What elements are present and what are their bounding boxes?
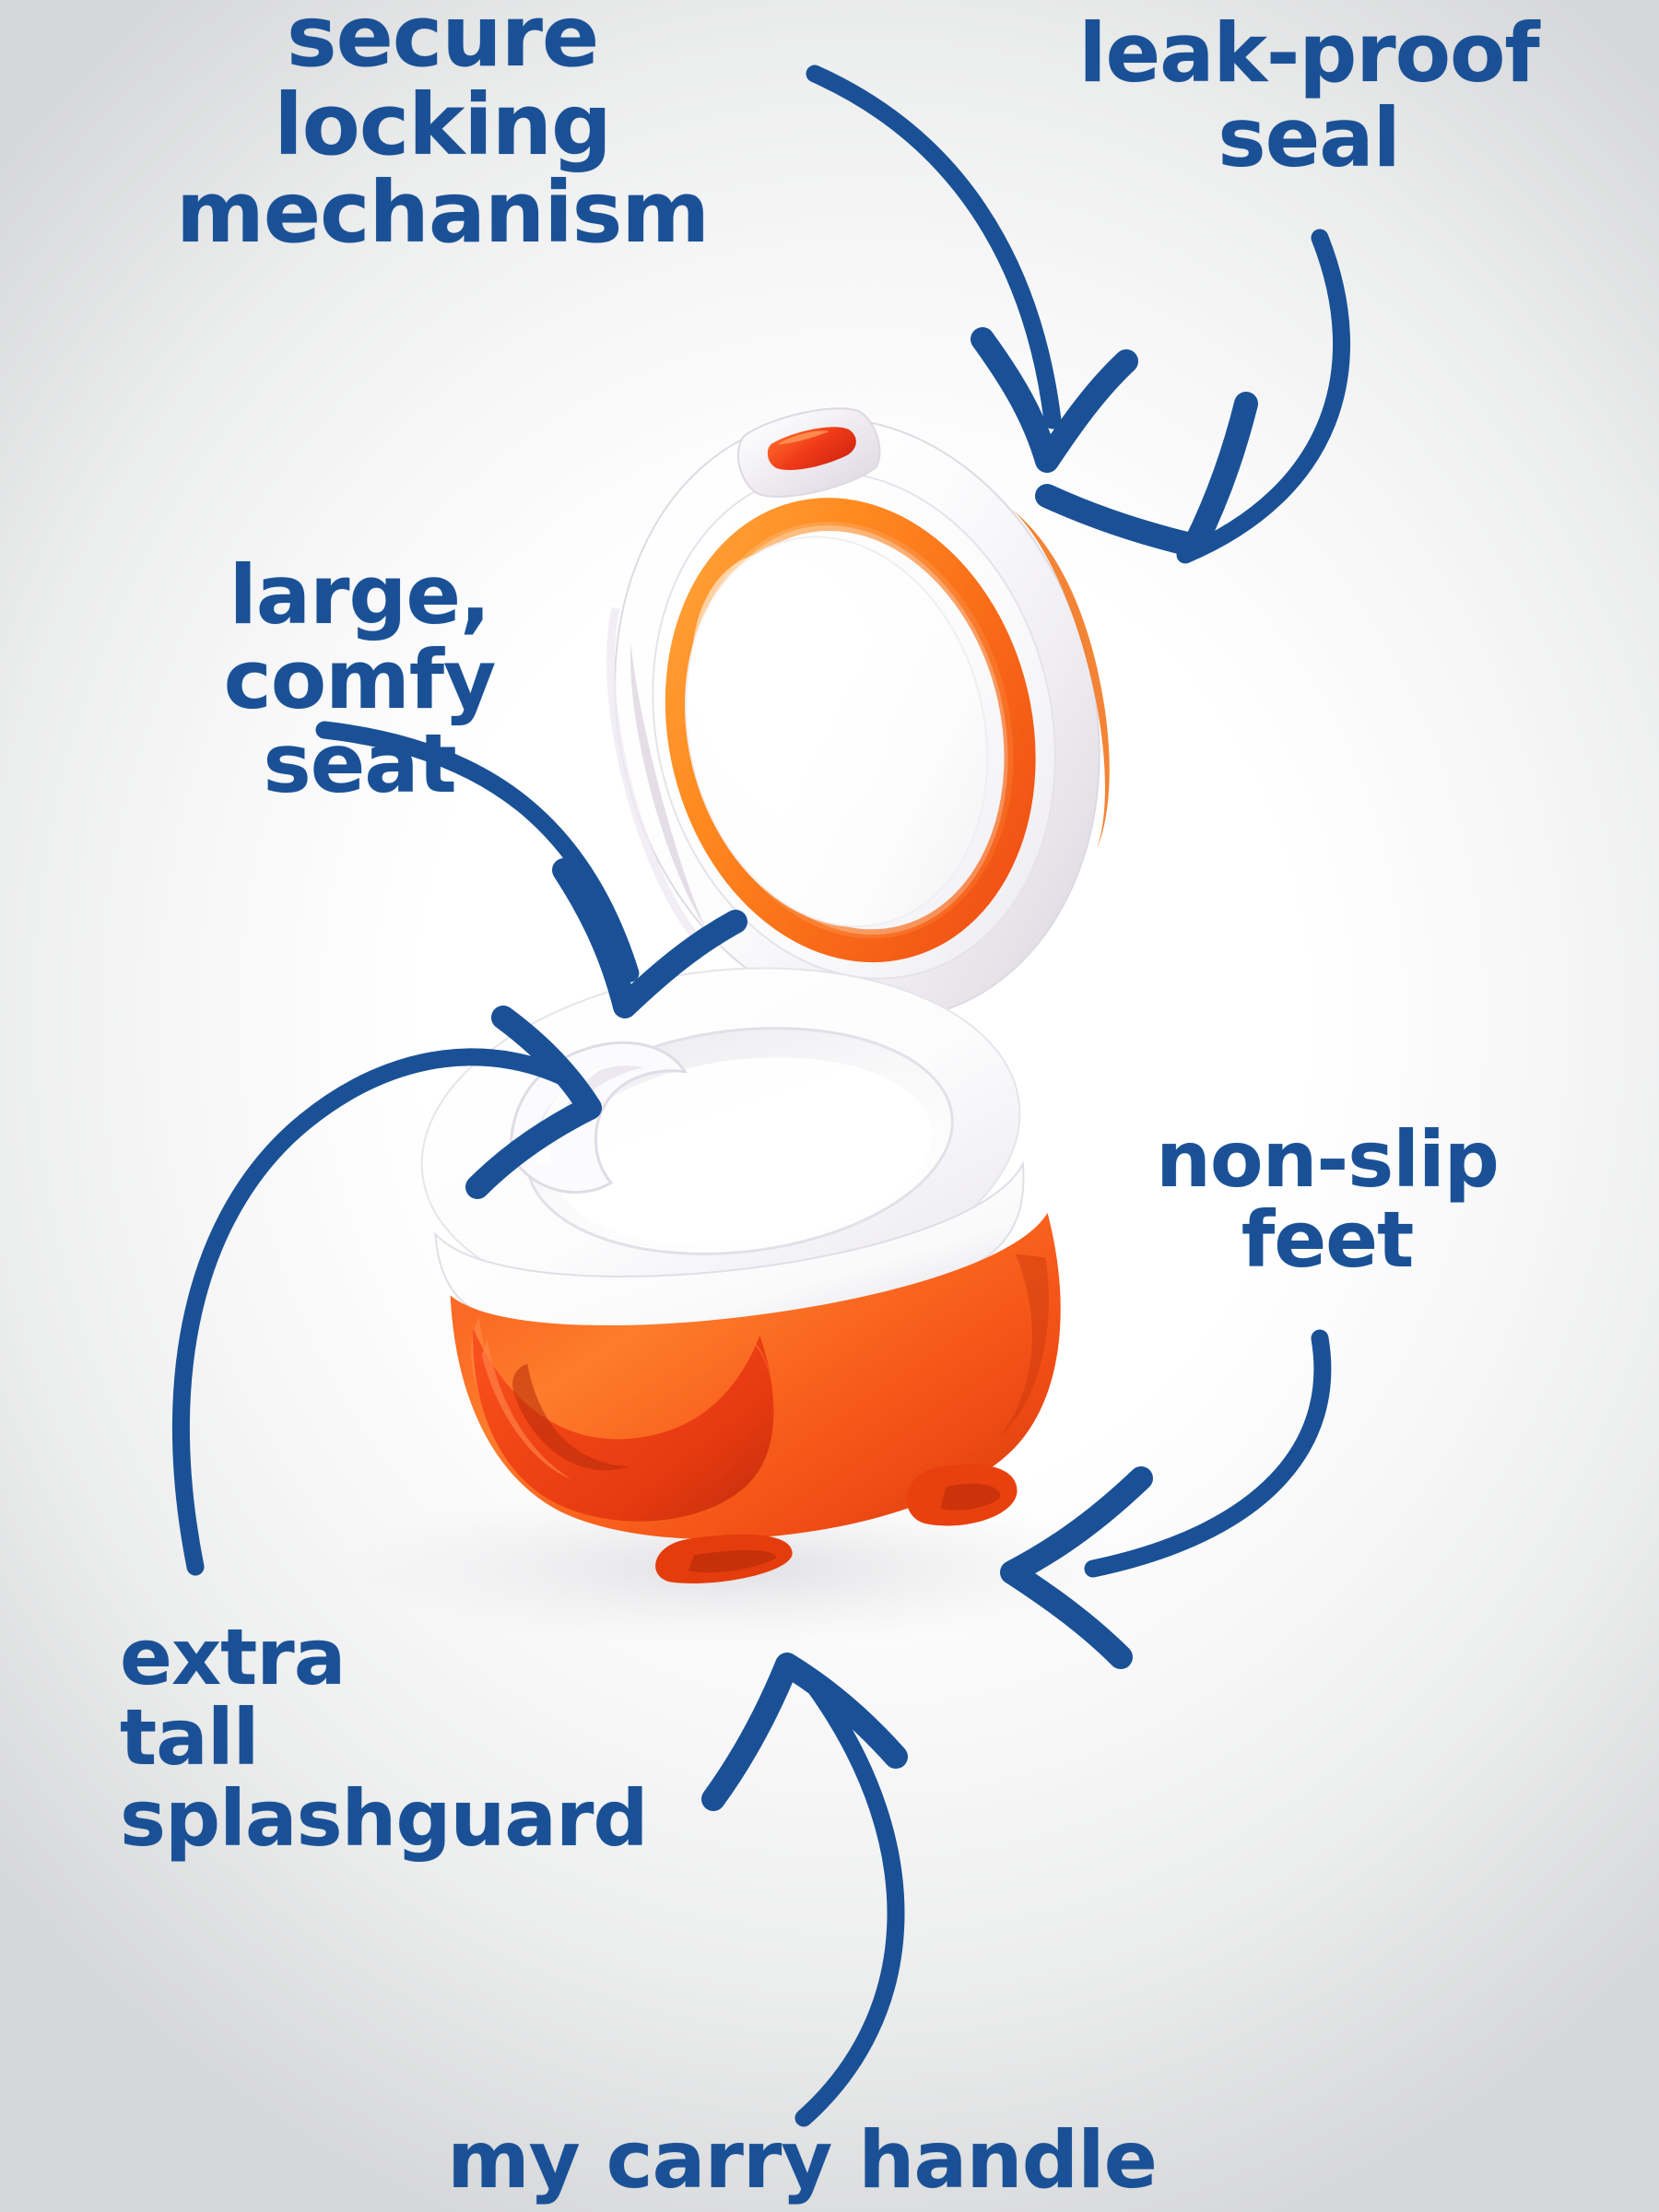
latch-tab-highlight [777, 430, 830, 445]
callout-label-carry-handle: my carry handle [447, 2114, 1158, 2206]
base-body-shadow-right [998, 1253, 1049, 1439]
lid-edge-thickness [1011, 509, 1110, 850]
callout-label-comfy-seat: large, comfy seat [223, 547, 497, 812]
callout-label-secure-locking: secure locking mechanism [175, 0, 710, 263]
potty-lid [606, 407, 1110, 1021]
latch-tab-red [767, 427, 856, 470]
callout-label-splashguard: extra tall splashguard [120, 1612, 648, 1864]
lid-center-disc-sheen [691, 551, 889, 825]
callout-label-leak-proof: leak-proof seal [1078, 6, 1539, 185]
non-slip-foot-right-shade [940, 1483, 1001, 1511]
seat-bowl-depth [554, 1057, 932, 1247]
non-slip-foot-center-shade [688, 1550, 776, 1573]
leak-proof-seal-ring [665, 498, 1036, 963]
callout-label-non-slip: non-slip feet [1156, 1114, 1500, 1286]
